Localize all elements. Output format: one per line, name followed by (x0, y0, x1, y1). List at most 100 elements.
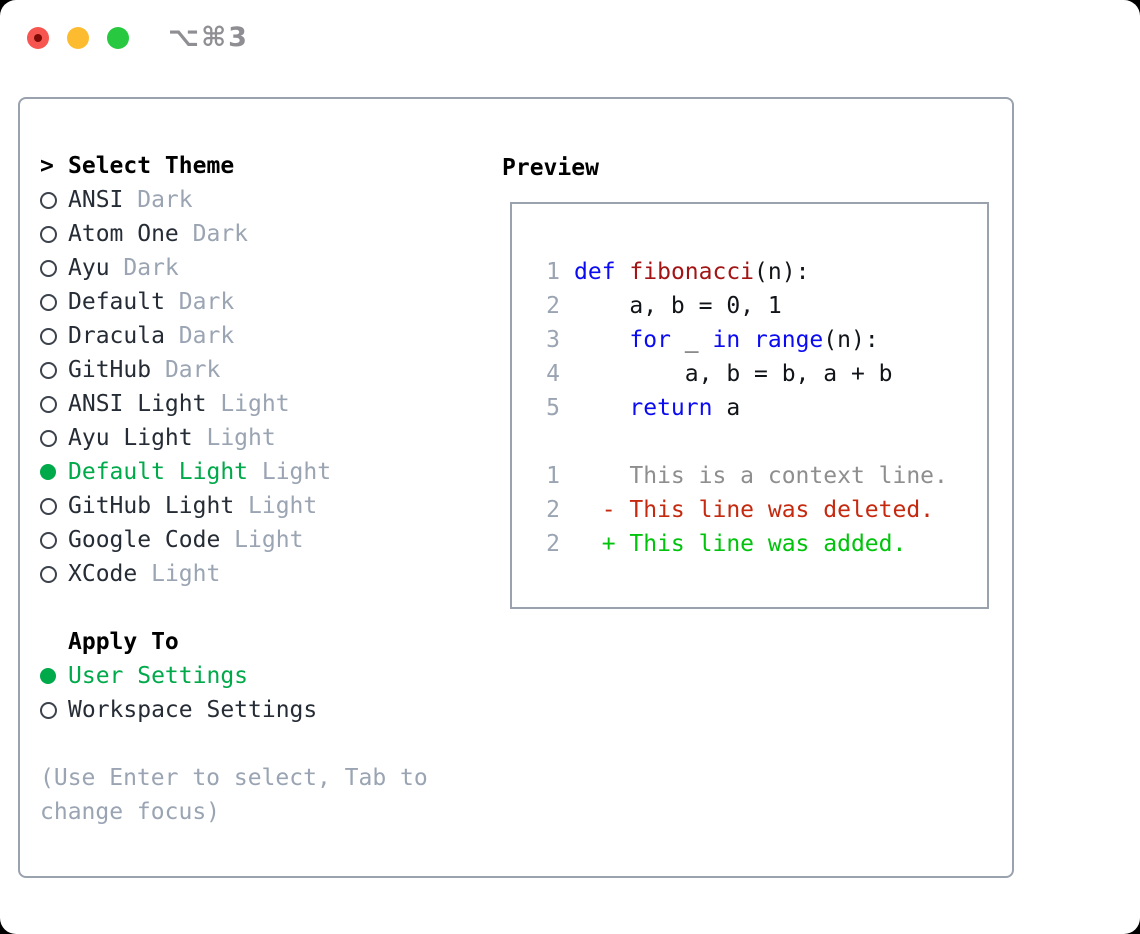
apply-to-option[interactable]: User Settings (40, 659, 500, 693)
theme-option[interactable]: Ayu Dark (40, 251, 500, 285)
theme-name: Google Code (68, 527, 221, 553)
code-token-plain (574, 327, 629, 353)
theme-name: Default (68, 289, 165, 315)
radio-unselected-icon (40, 565, 68, 583)
line-number: 3 (546, 327, 560, 353)
code-token-plain (574, 395, 629, 421)
apply-to-heading-row: Apply To (40, 625, 500, 659)
theme-list-heading: Select Theme (68, 153, 235, 179)
code-token-keyword: for (629, 327, 671, 353)
code-token-plain (740, 327, 754, 353)
theme-option[interactable]: XCode Light (40, 557, 500, 591)
theme-name: Ayu (68, 255, 110, 281)
theme-name: Dracula (68, 323, 165, 349)
theme-variant: Dark (164, 289, 235, 315)
code-line: 3 for _ in range(n): (532, 323, 987, 357)
theme-variant: Light (206, 391, 290, 417)
theme-variant: Dark (151, 357, 221, 383)
close-button[interactable] (27, 27, 49, 49)
radio-unselected-icon (40, 497, 68, 515)
theme-name: Ayu Light (68, 425, 193, 451)
theme-option[interactable]: Dracula Dark (40, 319, 500, 353)
theme-option[interactable]: Ayu Light Light (40, 421, 500, 455)
line-number: 1 (546, 259, 560, 285)
line-number: 2 (546, 293, 560, 319)
radio-selected-icon (40, 464, 68, 480)
radio-unselected-icon (40, 531, 68, 549)
code-token-plain: a (712, 395, 741, 421)
selection-prompt-icon: > (40, 153, 54, 179)
code-token-plain: a, b = 0, 1 (574, 293, 782, 319)
theme-variant: Light (137, 561, 221, 587)
code-token-keyword: return (629, 395, 713, 421)
theme-list-heading-row: > Select Theme (40, 149, 500, 183)
radio-unselected-icon (40, 225, 68, 243)
code-line: 4 a, b = b, a + b (532, 357, 987, 391)
code-line: 5 return a (532, 391, 987, 425)
theme-name: GitHub Light (68, 493, 235, 519)
theme-variant: Dark (123, 187, 193, 213)
spacer (40, 591, 500, 625)
code-token-plain: a, b = b, a + b (574, 361, 893, 387)
theme-option[interactable]: Google Code Light (40, 523, 500, 557)
added-line: 2 + This line was added. (532, 527, 987, 561)
spacer (40, 727, 500, 761)
window-titlebar: ⌥⌘3 (0, 0, 1140, 78)
radio-unselected-icon (40, 701, 68, 719)
code-token-keyword: range (754, 327, 824, 353)
theme-variant: Light (248, 459, 332, 485)
theme-name: GitHub (68, 357, 152, 383)
theme-name: ANSI (68, 187, 124, 213)
minimize-button[interactable] (67, 27, 89, 49)
help-text: (Use Enter to select, Tab to change focu… (40, 765, 428, 825)
theme-variant: Light (234, 493, 318, 519)
apply-to-heading: Apply To (68, 629, 179, 655)
radio-unselected-icon (40, 395, 68, 413)
theme-option[interactable]: ANSI Light Light (40, 387, 500, 421)
line-number: 4 (546, 361, 560, 387)
theme-option[interactable]: GitHub Light Light (40, 489, 500, 523)
theme-variant: Dark (164, 323, 235, 349)
code-token-keyword: def (574, 259, 616, 285)
window-title: ⌥⌘3 (168, 22, 249, 53)
theme-option[interactable]: Default Light Light (40, 455, 500, 489)
theme-option[interactable]: Default Dark (40, 285, 500, 319)
code-token-plain (616, 259, 630, 285)
radio-unselected-icon (40, 191, 68, 209)
line-number: 2 (546, 531, 560, 557)
radio-unselected-icon (40, 361, 68, 379)
theme-name: Default Light (68, 459, 249, 485)
zoom-button[interactable] (107, 27, 129, 49)
theme-variant: Dark (178, 221, 249, 247)
theme-name: ANSI Light (68, 391, 207, 417)
blank-line (532, 425, 987, 459)
theme-variant: Light (220, 527, 304, 553)
radio-unselected-icon (40, 293, 68, 311)
theme-option[interactable]: Atom One Dark (40, 217, 500, 251)
radio-unselected-icon (40, 429, 68, 447)
code-token-deleted: - This line was deleted. (574, 497, 935, 523)
apply-to-option-label: User Settings (68, 663, 249, 689)
radio-selected-icon (40, 668, 68, 684)
theme-option[interactable]: GitHub Dark (40, 353, 500, 387)
code-token-added: + This line was added. (574, 531, 907, 557)
theme-name: Atom One (68, 221, 179, 247)
code-line: 2 a, b = 0, 1 (532, 289, 987, 323)
code-token-keyword: in (712, 327, 741, 353)
theme-variant: Dark (109, 255, 179, 281)
preview-heading: Preview (502, 155, 599, 181)
radio-unselected-icon (40, 327, 68, 345)
theme-option[interactable]: ANSI Dark (40, 183, 500, 217)
theme-name: XCode (68, 561, 138, 587)
code-token-plain: (n): (823, 327, 879, 353)
radio-unselected-icon (40, 259, 68, 277)
line-number: 5 (546, 395, 560, 421)
apply-to-option[interactable]: Workspace Settings (40, 693, 500, 727)
apply-to-option-label: Workspace Settings (68, 697, 318, 723)
code-token-function: fibonacci (629, 259, 755, 285)
